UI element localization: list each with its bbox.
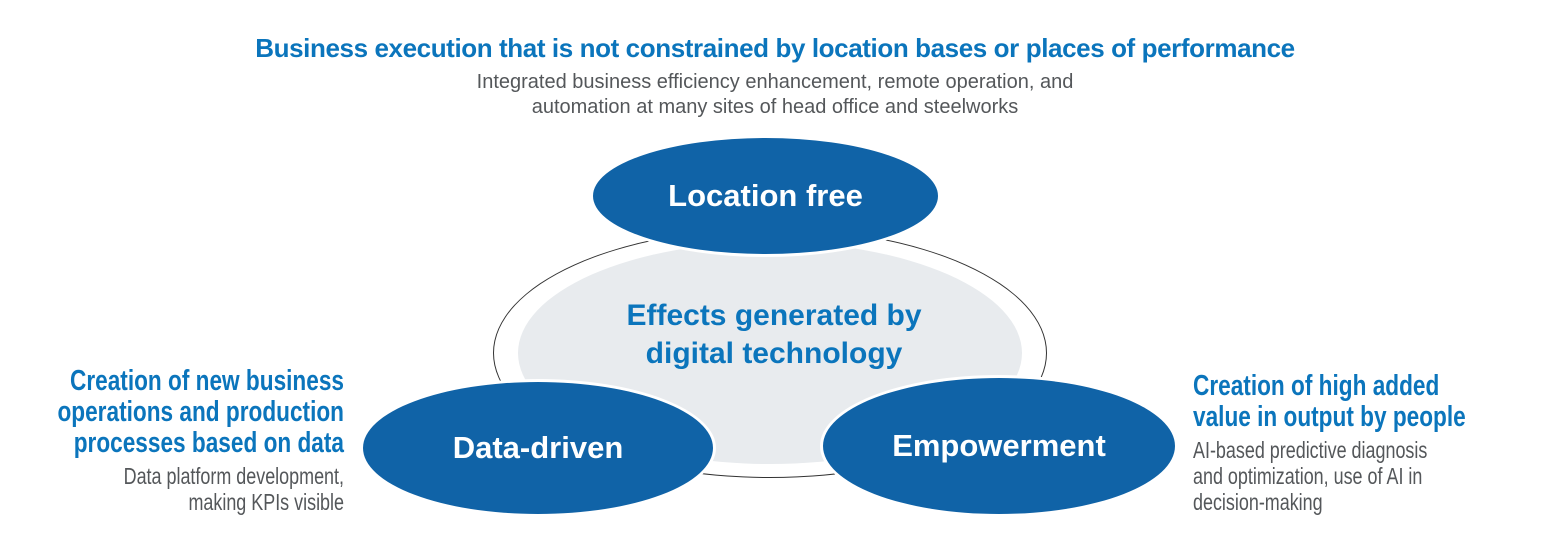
bubble-data-driven: Data-driven bbox=[360, 379, 716, 517]
note-body-line: decision-making bbox=[1193, 489, 1323, 515]
note-body-line: and optimization, use of AI in bbox=[1193, 463, 1423, 489]
note-body-line: making KPIs visible bbox=[188, 489, 344, 515]
note-heading-line: processes based on data bbox=[73, 427, 344, 459]
note-heading-line: value in output by people bbox=[1193, 401, 1466, 433]
bubble-empowerment: Empowerment bbox=[820, 375, 1178, 517]
effects-label: Effects generated by digital technology bbox=[574, 297, 974, 373]
note-body-line: Data platform development, bbox=[123, 463, 345, 489]
effects-label-line: Effects generated by bbox=[626, 299, 922, 332]
note-body: AI-based predictive diagnosis and optimi… bbox=[1193, 437, 1528, 515]
top-subtext: Integrated business efficiency enhanceme… bbox=[0, 70, 1550, 120]
note-heading-line: Creation of new business bbox=[69, 365, 345, 397]
bubble-label: Data-driven bbox=[452, 430, 624, 465]
note-heading: Creation of new business operations and … bbox=[9, 366, 344, 459]
right-note: Creation of high added value in output b… bbox=[1193, 371, 1528, 516]
note-heading-line: Creation of high added bbox=[1193, 370, 1440, 402]
bubble-location-free: Location free bbox=[590, 135, 941, 257]
bubble-label: Location free bbox=[668, 178, 863, 213]
left-note: Creation of new business operations and … bbox=[9, 366, 344, 516]
note-heading-line: operations and production bbox=[57, 396, 345, 428]
subtext-line: automation at many sites of head office … bbox=[531, 96, 1019, 118]
effects-label-line: digital technology bbox=[645, 337, 903, 370]
note-body: Data platform development, making KPIs v… bbox=[9, 463, 344, 515]
subtext-line: Integrated business efficiency enhanceme… bbox=[476, 71, 1074, 93]
note-body-line: AI-based predictive diagnosis bbox=[1193, 437, 1428, 463]
note-heading: Creation of high added value in output b… bbox=[1193, 371, 1528, 433]
top-heading: Business execution that is not constrain… bbox=[255, 33, 1295, 63]
bubble-label: Empowerment bbox=[892, 428, 1106, 463]
